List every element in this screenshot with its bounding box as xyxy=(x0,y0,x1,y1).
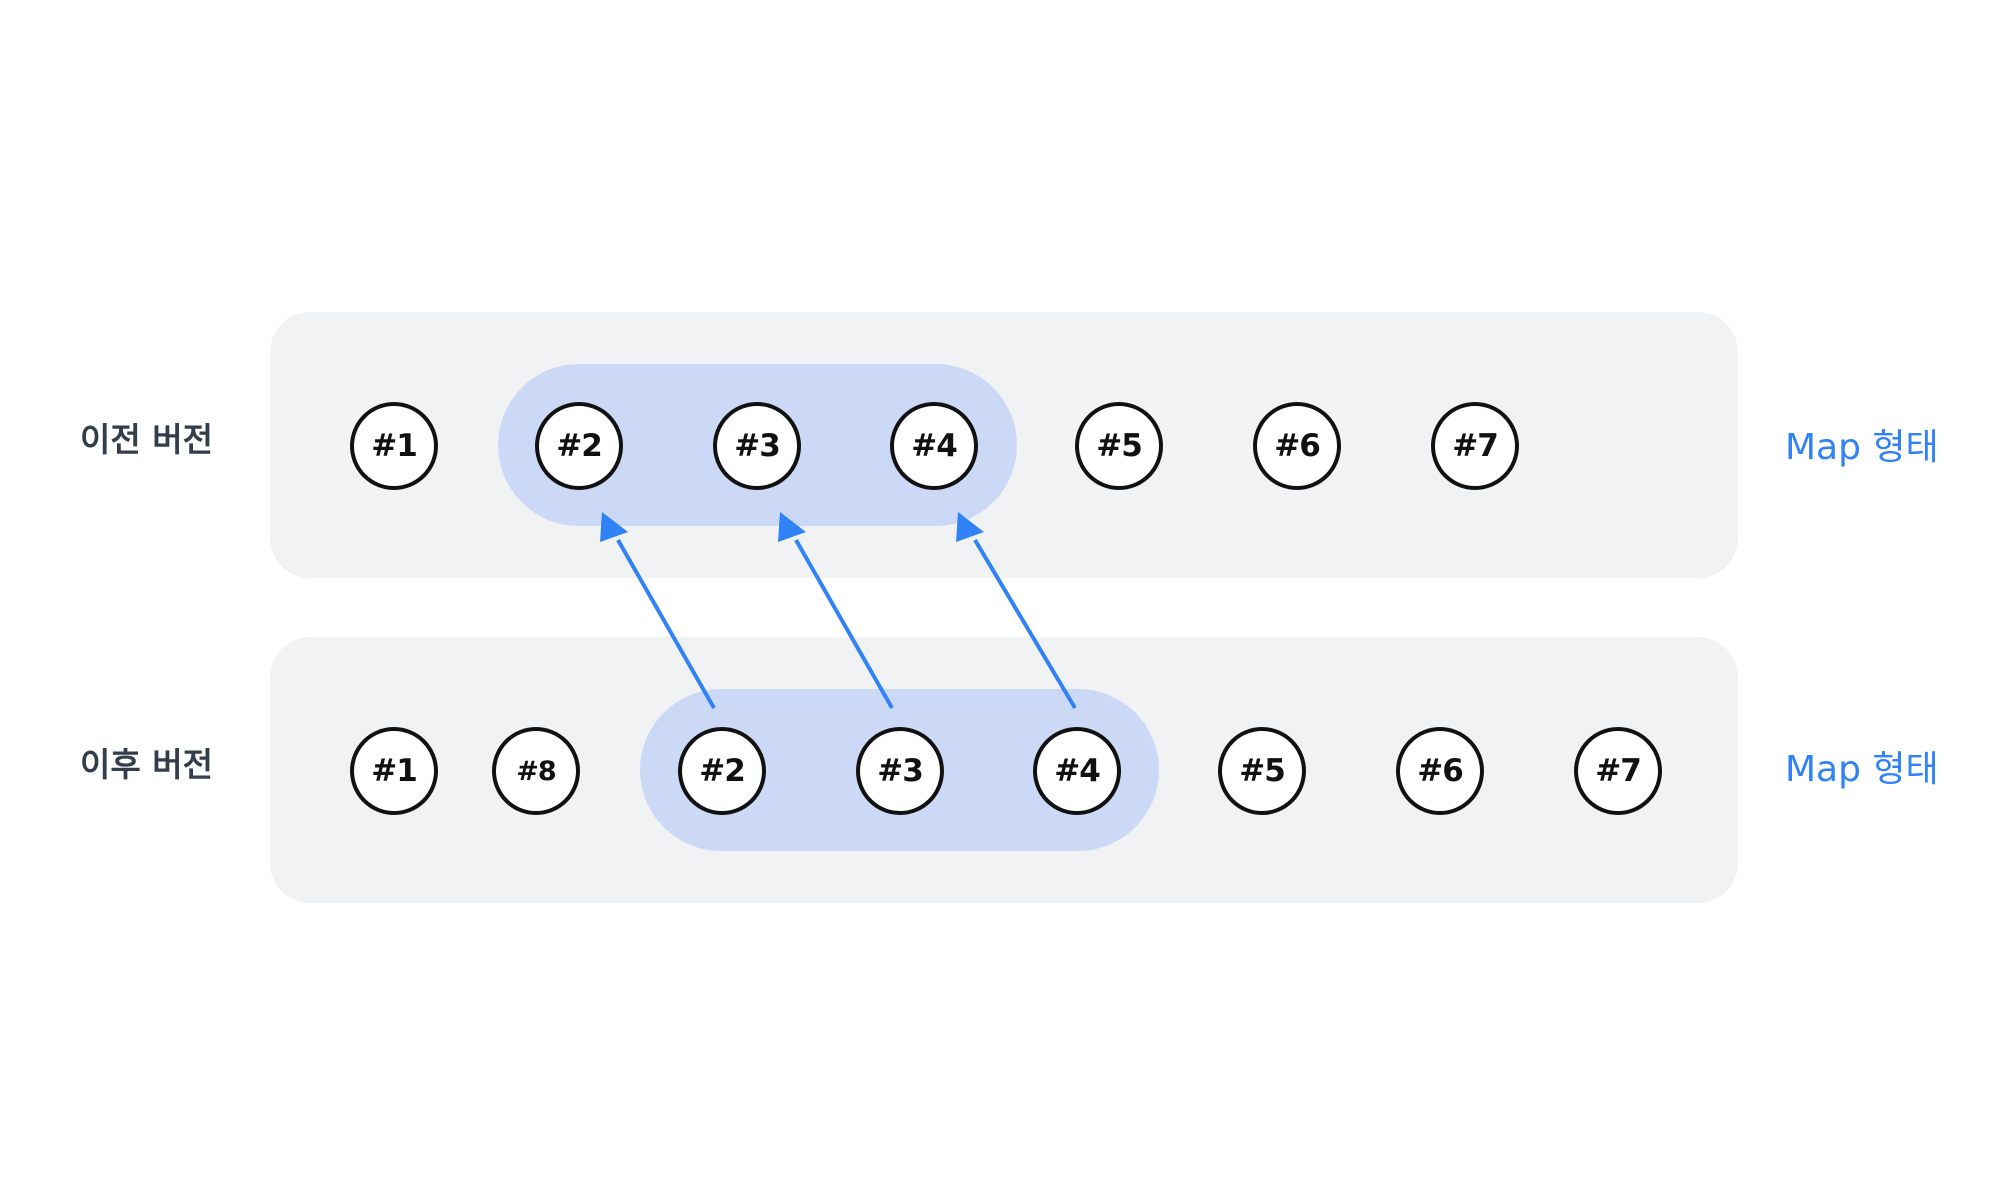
previous-version-label: 이전 버전 xyxy=(80,420,213,459)
next-node-2: #2 xyxy=(678,727,766,815)
prev-node-7: #7 xyxy=(1431,402,1519,490)
next-version-label: 이후 버전 xyxy=(80,745,213,784)
next-node-7: #7 xyxy=(1574,727,1662,815)
prev-node-2: #2 xyxy=(535,402,623,490)
next-node-8: #8 xyxy=(492,727,580,815)
next-map-label: Map 형태 xyxy=(1785,749,1939,790)
prev-node-3: #3 xyxy=(713,402,801,490)
next-node-4: #4 xyxy=(1033,727,1121,815)
next-node-6: #6 xyxy=(1396,727,1484,815)
prev-node-4: #4 xyxy=(890,402,978,490)
next-node-1: #1 xyxy=(350,727,438,815)
prev-node-1: #1 xyxy=(350,402,438,490)
previous-map-label: Map 형태 xyxy=(1785,427,1939,468)
next-node-5: #5 xyxy=(1218,727,1306,815)
next-node-3: #3 xyxy=(856,727,944,815)
prev-node-5: #5 xyxy=(1075,402,1163,490)
prev-node-6: #6 xyxy=(1253,402,1341,490)
